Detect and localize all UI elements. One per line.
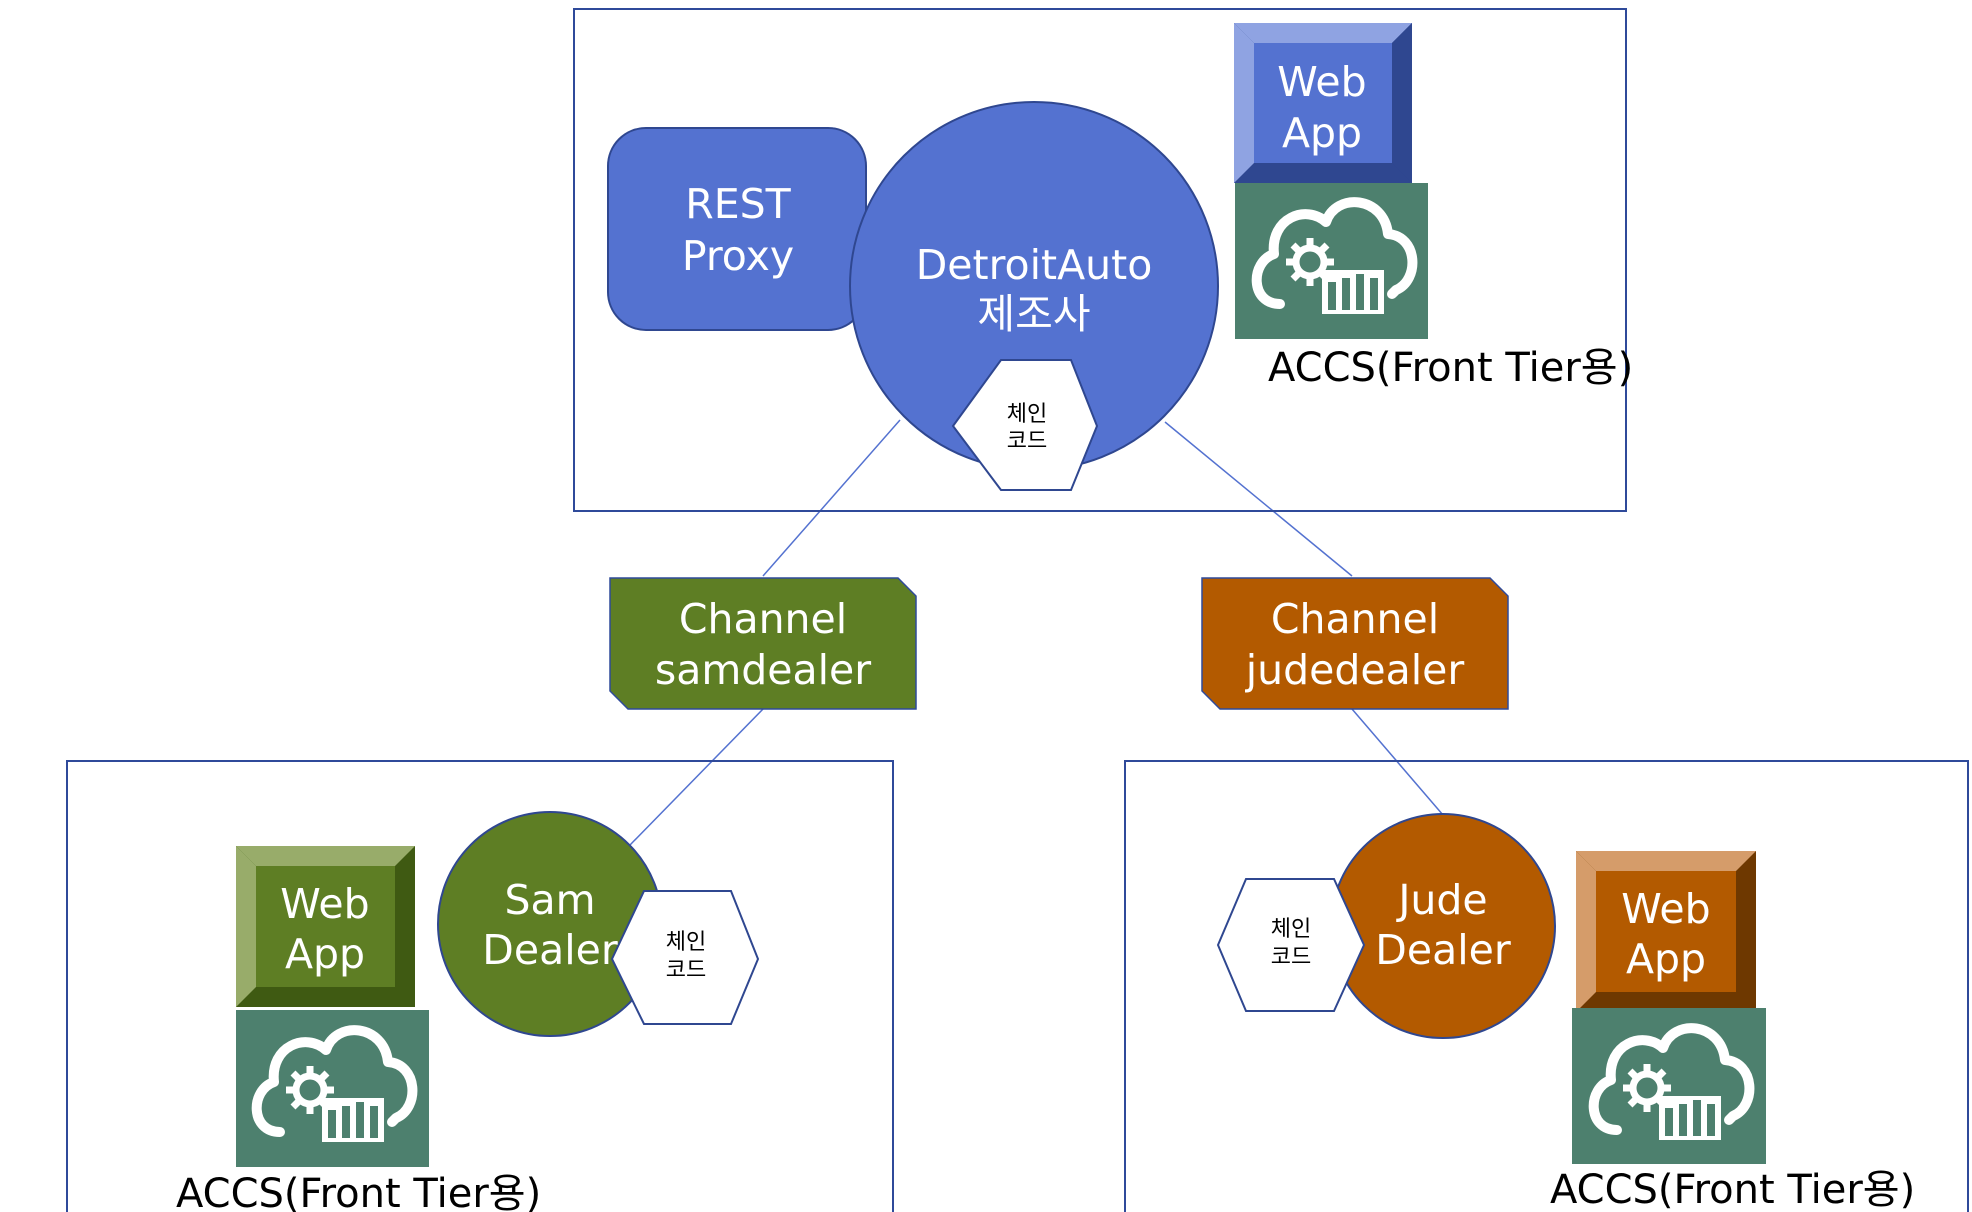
jude-dealer-label-line1: Jude [1395, 876, 1487, 924]
detroitauto-label-line1: DetroitAuto [916, 241, 1153, 289]
top-chaincode-label-line1: 체인 [1007, 402, 1047, 427]
rest-proxy-label-line1: REST [685, 180, 791, 228]
jude-dealer-node: Jude Dealer [1330, 813, 1556, 1039]
left-chaincode-label-line2: 코드 [666, 958, 706, 983]
left-accs-label: ACCS(Front Tier용) [176, 1171, 541, 1212]
right-chaincode-hexagon: 체인 코드 [1216, 878, 1366, 1012]
top-accs-cloud [1235, 183, 1428, 339]
right-chaincode-label-line1: 체인 [1271, 917, 1311, 942]
channel-judedealer-label-line1: Channel [1271, 595, 1439, 643]
sam-dealer-label-line2: Dealer [482, 926, 618, 974]
top-webapp-block: Web App [1234, 23, 1412, 183]
detroitauto-node: DetroitAuto 제조사 [849, 101, 1219, 471]
left-webapp-label-line2: App [285, 930, 365, 978]
left-webapp-label-line1: Web [280, 880, 369, 928]
sam-dealer-label-line1: Sam [504, 876, 595, 924]
right-accs-label: ACCS(Front Tier용) [1550, 1167, 1915, 1212]
right-webapp-label-line2: App [1626, 935, 1706, 983]
channel-judedealer: Channel judedealer [1201, 577, 1509, 710]
top-chaincode-label-line2: 코드 [1007, 429, 1047, 454]
jude-dealer-label-line2: Dealer [1375, 926, 1511, 974]
connector-manufacturer-to-samdealer-channel [762, 419, 901, 577]
connector-samdealer-channel-to-sam-dealer [629, 708, 764, 846]
left-chaincode-label-line1: 체인 [666, 930, 706, 955]
right-chaincode-label-line2: 코드 [1271, 945, 1311, 970]
right-webapp-label-line1: Web [1621, 885, 1710, 933]
channel-samdealer-label-line2: samdealer [655, 646, 871, 694]
top-accs-label: ACCS(Front Tier용) [1268, 345, 1633, 391]
top-network-frame [573, 8, 1627, 512]
left-webapp-block: Web App [236, 846, 415, 1007]
connectors [629, 419, 1444, 846]
rest-proxy-label-line2: Proxy [682, 232, 794, 280]
right-webapp-block: Web App [1576, 851, 1756, 1012]
channel-samdealer: Channel samdealer [609, 577, 917, 710]
left-chaincode-hexagon: 체인 코드 [610, 890, 760, 1025]
top-webapp-label-line1: Web [1277, 58, 1366, 106]
top-webapp-label-line2: App [1282, 109, 1362, 157]
left-accs-cloud [236, 1010, 429, 1167]
channel-judedealer-label-line2: judedealer [1245, 646, 1465, 694]
jude-dealer-frame [1124, 760, 1969, 1212]
right-accs-cloud [1572, 1008, 1766, 1164]
sam-dealer-node: Sam Dealer [437, 811, 663, 1037]
connector-manufacturer-to-judedealer-channel [1164, 421, 1353, 577]
rest-proxy-box: REST Proxy [607, 127, 867, 331]
top-chaincode-hexagon: 체인 코드 [951, 359, 1099, 491]
channel-samdealer-label-line1: Channel [679, 595, 847, 643]
sam-dealer-frame [66, 760, 894, 1212]
detroitauto-label-line2: 제조사 [977, 290, 1090, 338]
